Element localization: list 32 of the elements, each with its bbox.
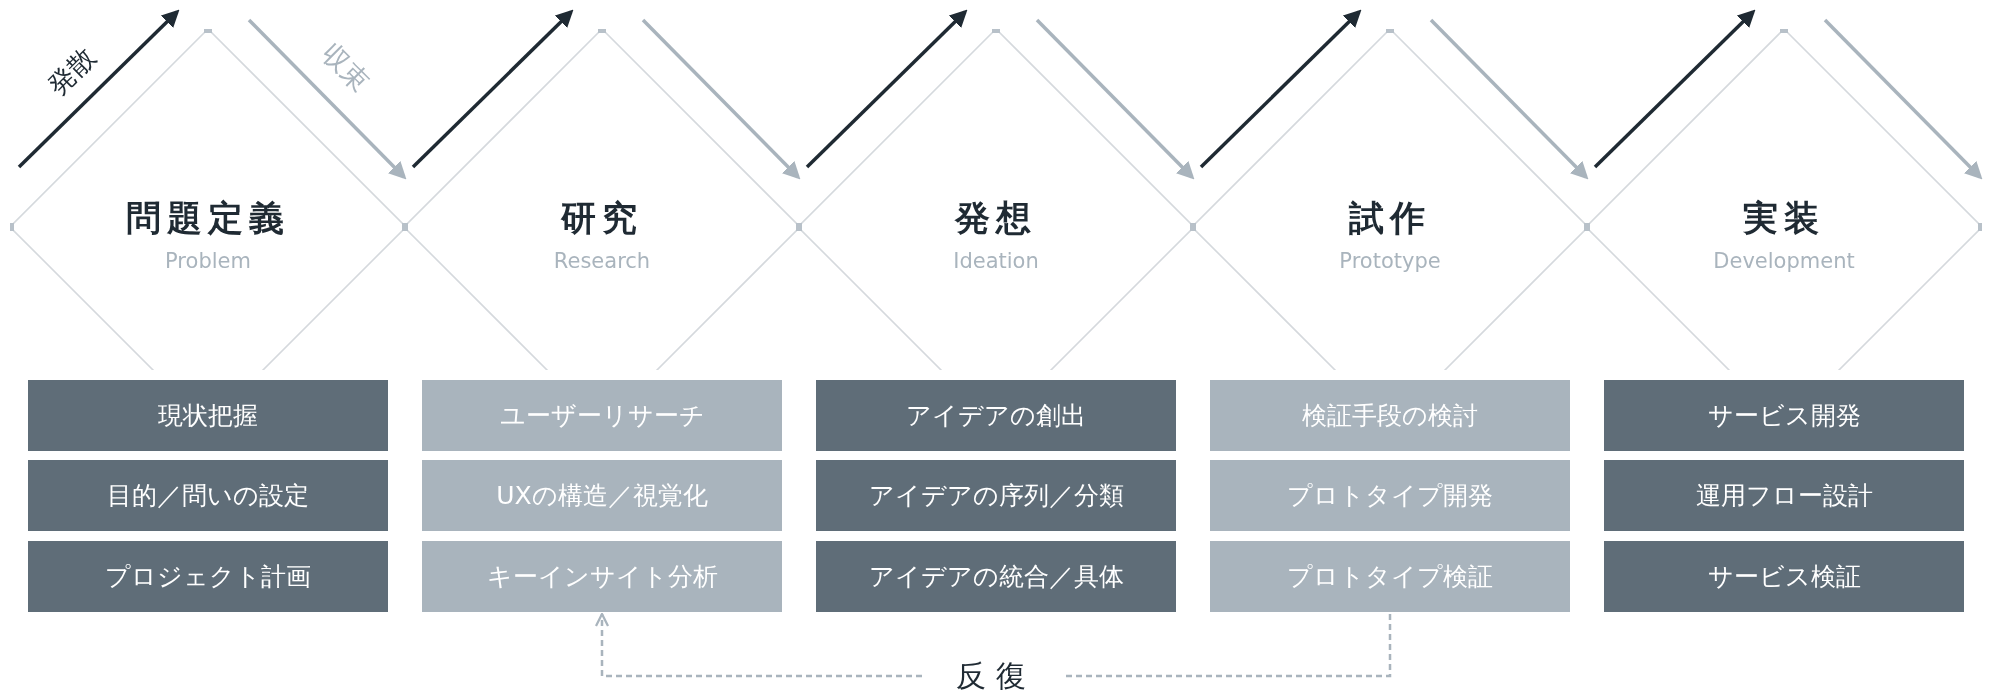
task-box: 運用フロー設計 [1604, 460, 1964, 531]
task-box: キーインサイト分析 [422, 541, 782, 612]
task-box: プロトタイプ開発 [1210, 460, 1570, 531]
direction-label: 収束 [314, 36, 377, 100]
phase-title: 発想 [953, 197, 1038, 240]
task-box: アイデアの創出 [816, 380, 1176, 451]
phase-subtitle: Research [552, 249, 652, 273]
phase-diamond [404, 29, 800, 370]
phase-subtitle: Development [1712, 249, 1856, 273]
phase-title: 問題定義 [125, 197, 291, 240]
phase-subtitle: Problem [164, 249, 252, 273]
task-box: プロジェクト計画 [28, 541, 388, 612]
phase-diamond [798, 29, 1194, 370]
phase-subtitle: Prototype [1338, 249, 1442, 273]
phase-title: 研究 [559, 197, 644, 240]
task-box: アイデアの統合／具体 [816, 541, 1176, 612]
task-box: 目的／問いの設定 [28, 460, 388, 531]
task-box: 現状把握 [28, 380, 388, 451]
task-box: 検証手段の検討 [1210, 380, 1570, 451]
phase-subtitle: Ideation [952, 249, 1040, 273]
direction-label: 発散 [40, 40, 103, 104]
task-box: プロトタイプ検証 [1210, 541, 1570, 612]
task-box: ユーザーリサーチ [422, 380, 782, 451]
task-box: UXの構造／視覚化 [422, 460, 782, 531]
phase-diamond [10, 29, 406, 370]
phase-diamond [1586, 29, 1982, 370]
phase-title: 試作 [1348, 197, 1432, 240]
phase-diamond [1192, 29, 1588, 370]
task-box: アイデアの序列／分類 [816, 460, 1176, 531]
task-box: サービス検証 [1604, 541, 1964, 612]
phase-title: 実装 [1742, 197, 1826, 240]
task-box: サービス開発 [1604, 380, 1964, 451]
